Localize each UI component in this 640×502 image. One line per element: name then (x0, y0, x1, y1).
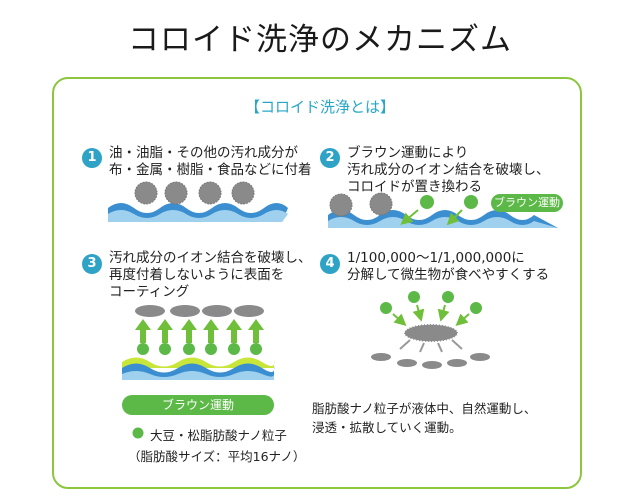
step-1-number-badge: 1 (82, 148, 102, 168)
approach-arrow (400, 209, 419, 225)
nano-particle (205, 343, 217, 355)
step-1-line-1: 油・油脂・その他の汚れ成分が (109, 145, 298, 161)
dirt-particle (164, 181, 188, 205)
step-2-number-badge: 2 (320, 148, 340, 168)
dirt-flake (170, 305, 200, 317)
legend-description: 脂肪酸ナノ粒子が液体中、自然運動し、 浸透・拡散していく運動。 (312, 399, 536, 437)
dirt-fragment (371, 353, 391, 361)
nano-particle (464, 195, 478, 209)
panel-3-illustration (122, 305, 275, 380)
nano-particle (159, 343, 171, 355)
panel-4-illustration (371, 291, 490, 369)
nano-particle (250, 343, 262, 355)
step-1-line-2: 布・金属・樹脂・食品などに付着 (109, 162, 312, 178)
step-4-line-2: 分解して微生物が食べやすくする (347, 267, 550, 283)
nano-particle (420, 195, 434, 209)
dirt-fragment (422, 361, 442, 369)
dirt-particle (231, 181, 255, 205)
legend-description-line-2: 浸透・拡散していく運動。 (312, 420, 462, 435)
dirt-particle (329, 193, 353, 217)
up-arrow (226, 319, 242, 343)
step-2-line-2: 汚れ成分のイオン結合を破壊し、 (347, 162, 550, 178)
dirt-mass (403, 323, 459, 343)
legend-brownian-pill: ブラウン運動 (122, 395, 274, 415)
dirt-flake (202, 305, 232, 317)
step-3-number-badge: 3 (82, 254, 102, 274)
page-title: コロイド洗浄のメカニズム (128, 22, 512, 58)
nano-particle (442, 291, 454, 303)
nano-particle (470, 302, 482, 314)
step-2-text: ブラウン運動により 汚れ成分のイオン結合を破壊し、 コロイドが置き換わる (347, 145, 550, 196)
step-3-line-3: コーティング (109, 284, 190, 300)
dirt-fragment (470, 353, 490, 361)
nano-particle (137, 343, 149, 355)
step-1-text: 油・油脂・その他の汚れ成分が 布・金属・樹脂・食品などに付着 (109, 145, 312, 179)
nano-particle (408, 291, 420, 303)
step-2-line-1: ブラウン運動により (347, 145, 469, 161)
legend-particle-label: 大豆・松脂肪酸ナノ粒子 (150, 428, 287, 443)
section-subtitle: 【コロイド洗浄とは】 (244, 98, 395, 116)
step-4-line-1: 1/100,000〜1/1,000,000に (347, 250, 525, 266)
up-arrow (135, 319, 151, 343)
brownian-motion-badge: ブラウン運動 (491, 194, 563, 212)
up-arrow (181, 319, 197, 343)
coating-layer (122, 357, 275, 368)
step-3-text: 汚れ成分のイオン結合を破壊し、 再度付着しないように表面を コーティング (109, 250, 312, 301)
legend-description-line-1: 脂肪酸ナノ粒子が液体中、自然運動し、 (312, 401, 537, 416)
step-3-line-1: 汚れ成分のイオン結合を破壊し、 (109, 250, 312, 266)
up-arrow (248, 319, 264, 343)
dirt-flake (234, 305, 264, 317)
step-4-number-badge: 4 (320, 254, 340, 274)
nano-particle (380, 302, 392, 314)
dirt-particle (198, 181, 222, 205)
up-arrow (203, 319, 219, 343)
nano-particle (183, 343, 195, 355)
up-arrow (157, 319, 173, 343)
step-3-line-2: 再度付着しないように表面を (109, 267, 285, 283)
nano-particle (228, 343, 240, 355)
content-frame (52, 77, 582, 489)
dirt-fragment (447, 359, 467, 367)
panel-2-illustration (328, 192, 558, 228)
dirt-particle (369, 192, 393, 216)
panel-1-illustration (108, 181, 288, 222)
dirt-flake (135, 305, 165, 317)
dirt-particle (134, 181, 158, 205)
legend-particle-icon (132, 427, 144, 439)
dirt-fragment (397, 359, 417, 367)
step-2-line-3: コロイドが置き換わる (347, 179, 482, 195)
step-4-text: 1/100,000〜1/1,000,000に 分解して微生物が食べやすくする (347, 250, 549, 284)
approach-arrow (446, 209, 463, 226)
legend-size-note: （脂肪酸サイズ：平均16ナノ） (128, 449, 306, 464)
